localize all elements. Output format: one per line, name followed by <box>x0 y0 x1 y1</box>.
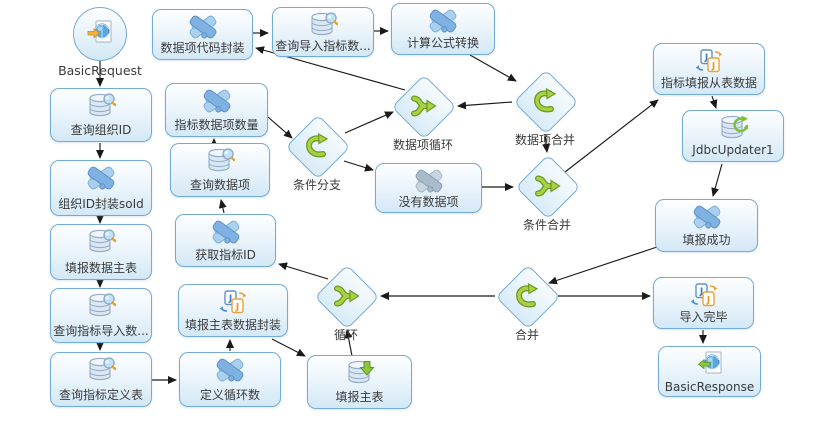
node-calc-formula-convert[interactable]: 计算公式转换 <box>391 3 495 55</box>
node-label: 查询指标定义表 <box>58 387 143 402</box>
node-query-import-metric[interactable]: 查询导入指标数... <box>272 7 374 57</box>
node-fill-data-main-table[interactable]: 填报数据主表 <box>50 224 152 280</box>
node-label: 组织ID封装soId <box>58 196 144 211</box>
edge-arrow <box>564 99 659 173</box>
node-cond-branch[interactable]: 条件分支 <box>285 114 351 192</box>
node-label: 查询组织ID <box>70 122 132 137</box>
edge-arrow <box>218 199 227 214</box>
split-arrow-icon <box>303 132 331 159</box>
edge-arrow <box>457 101 513 110</box>
puzzle-icon <box>209 218 243 246</box>
edge-arrow <box>709 95 718 109</box>
puzzle-icon <box>213 356 247 384</box>
node-dataitem-merge[interactable]: 数据项合并 <box>513 69 579 147</box>
response-icon <box>694 350 726 380</box>
node-query-metric-import[interactable]: 查询指标导入数... <box>50 288 152 343</box>
node-fill-success[interactable]: 填报成功 <box>655 199 758 252</box>
node-dataitem-code-wrap[interactable]: 数据项代码封装 <box>152 9 253 60</box>
db-search-icon <box>86 92 117 120</box>
edge-arrow <box>548 246 658 285</box>
node-label: 指标填报从表数据 <box>660 75 757 90</box>
split-arrow-icon <box>531 87 559 114</box>
node-label: 填报数据主表 <box>64 260 137 275</box>
db-search-icon <box>86 356 117 384</box>
node-loop[interactable]: 循环 <box>314 264 380 342</box>
svg-text:J: J <box>704 53 708 63</box>
node-label: BasicRequest <box>58 63 142 78</box>
merge-arrow-icon <box>533 173 561 199</box>
db-search-icon <box>308 11 339 39</box>
node-metric-dataitem-count[interactable]: 指标数据项数量 <box>165 83 268 137</box>
puzzle-gray-icon <box>412 167 446 195</box>
node-dataitem-loop[interactable]: 数据项循环 <box>391 74 457 152</box>
edge-arrow <box>344 111 394 134</box>
svg-text:J: J <box>705 296 709 306</box>
node-label: 填报主表数据封装 <box>184 317 281 332</box>
node-label: 查询导入指标数... <box>275 39 371 53</box>
node-cond-merge[interactable]: 条件合并 <box>515 154 581 232</box>
node-label: 计算公式转换 <box>406 35 479 50</box>
node-label: 指标数据项数量 <box>174 117 259 132</box>
node-label: 查询指标导入数... <box>53 323 149 338</box>
node-basic-request[interactable]: BasicRequest <box>58 7 142 78</box>
node-query-metric-def-table[interactable]: 查询指标定义表 <box>50 352 152 407</box>
node-label: BasicResponse <box>664 380 755 394</box>
edge-arrow <box>469 54 517 82</box>
node-label: JdbcUpdater1 <box>692 142 774 157</box>
circle-node-shape <box>73 7 127 61</box>
node-label: 数据项循环 <box>392 138 454 152</box>
merge-arrow-icon <box>332 283 360 309</box>
puzzle-icon <box>690 203 724 231</box>
node-label: 获取指标ID <box>195 247 256 262</box>
node-label: 条件分支 <box>292 178 342 192</box>
node-label: 条件合并 <box>522 218 572 232</box>
db-search-icon <box>86 292 117 320</box>
node-query-dataitem[interactable]: 查询数据项 <box>170 143 270 197</box>
db-search-icon <box>86 228 117 256</box>
node-label: 填报成功 <box>682 232 731 247</box>
node-label: 填报主表 <box>335 389 384 404</box>
node-label: 数据项代码封装 <box>160 41 245 55</box>
node-fill-main-table[interactable]: 填报主表 <box>307 355 412 409</box>
node-query-org-id[interactable]: 查询组织ID <box>50 88 152 142</box>
puzzle-icon <box>84 164 118 192</box>
node-label: 定义循环数 <box>199 387 260 402</box>
node-label: 导入完毕 <box>679 309 728 324</box>
svg-text:J: J <box>698 287 702 297</box>
svg-text:J: J <box>228 294 232 304</box>
puzzle-icon <box>200 87 234 115</box>
node-define-loop-count[interactable]: 定义循环数 <box>179 352 281 407</box>
node-label: 没有数据项 <box>398 195 459 209</box>
db-refresh-icon <box>718 114 749 142</box>
node-basic-response[interactable]: BasicResponse <box>658 346 761 397</box>
svg-text:J: J <box>235 303 239 313</box>
node-label: 查询数据项 <box>189 177 250 192</box>
split-arrow-icon <box>513 282 541 309</box>
node-label: 合并 <box>514 328 540 342</box>
db-search-icon <box>205 147 236 175</box>
svg-text:J: J <box>711 62 715 72</box>
merge-arrow-icon <box>409 93 437 119</box>
edge-arrow <box>711 163 723 197</box>
node-jdbc-updater1[interactable]: JdbcUpdater1 <box>682 110 784 162</box>
node-label: 循环 <box>333 328 359 342</box>
node-no-dataitem[interactable]: 没有数据项 <box>375 163 482 213</box>
puzzle-icon <box>426 7 460 35</box>
node-get-metric-id[interactable]: 获取指标ID <box>175 214 276 267</box>
node-org-id-wrap-soid[interactable]: 组织ID封装soId <box>50 160 152 216</box>
edge-arrow <box>343 160 374 172</box>
node-merge[interactable]: 合并 <box>495 264 561 342</box>
request-icon <box>84 19 116 49</box>
puzzle-icon <box>186 13 220 41</box>
node-label: 数据项合并 <box>514 133 576 147</box>
db-down-icon <box>345 359 375 387</box>
